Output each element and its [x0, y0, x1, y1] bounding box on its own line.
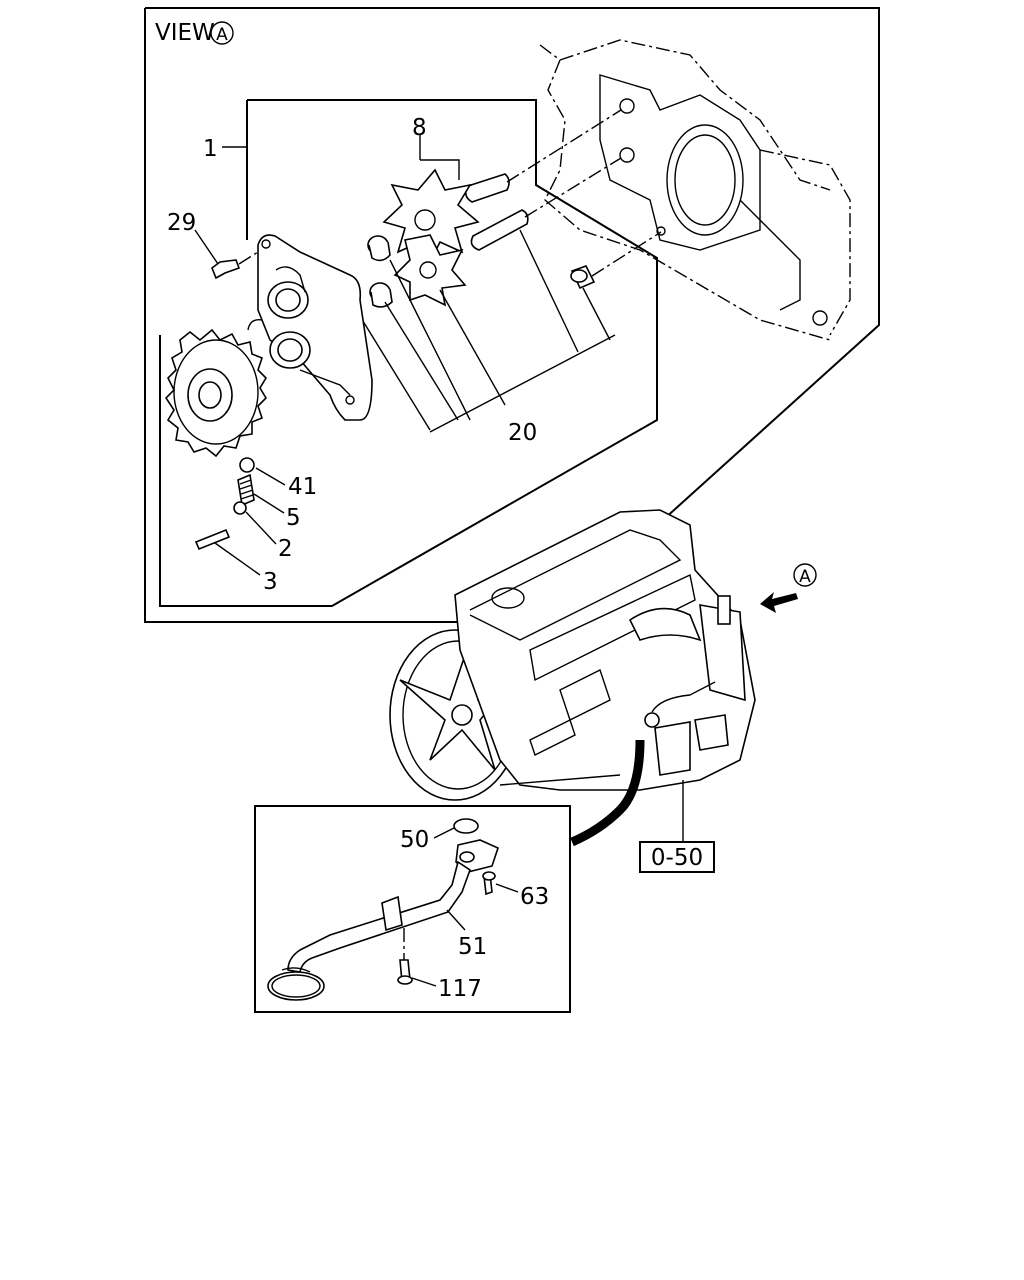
reference-box-0-50: 0-50 — [639, 841, 715, 873]
engine-overview — [389, 509, 756, 847]
callout-1: 1 — [203, 136, 218, 162]
view-a-arrow: A — [760, 563, 817, 613]
pump-body — [247, 234, 373, 421]
callout-8: 8 — [412, 115, 427, 141]
callout-20: 20 — [508, 420, 537, 446]
bolt-29: 29 — [167, 210, 259, 280]
callout-29: 29 — [167, 210, 196, 236]
pump-shafts: 8 — [412, 109, 622, 251]
arrow-letter: A — [799, 567, 811, 587]
oil-strainer-parts: 50 63 117 51 — [267, 818, 549, 1002]
leader-lines-20: 20 — [349, 229, 616, 446]
view-title: VIEW — [155, 20, 215, 46]
arrow-letter-circle — [793, 563, 817, 587]
callout-41: 41 — [288, 474, 317, 500]
cylinder-block — [539, 39, 851, 341]
callout-2: 2 — [278, 536, 293, 562]
view-letter: A — [216, 25, 228, 45]
small-bushings — [367, 235, 393, 308]
callout-50: 50 — [400, 827, 429, 853]
callout-5: 5 — [286, 505, 301, 531]
view-letter-circle — [210, 21, 234, 45]
assembly-bracket — [159, 99, 658, 607]
driven-rotor — [382, 168, 480, 307]
callout-51: 51 — [458, 934, 487, 960]
drive-gear — [164, 328, 268, 458]
oil-strainer-frame — [254, 805, 571, 1013]
callout-117: 117 — [438, 976, 482, 1002]
reference-box-label: 0-50 — [651, 845, 703, 871]
view-a-frame: VIEW A — [144, 7, 880, 623]
callout-3: 3 — [263, 569, 278, 595]
relief-valve-parts: 41 5 2 3 — [194, 457, 317, 595]
bushing — [570, 231, 662, 290]
callout-63: 63 — [520, 884, 549, 910]
